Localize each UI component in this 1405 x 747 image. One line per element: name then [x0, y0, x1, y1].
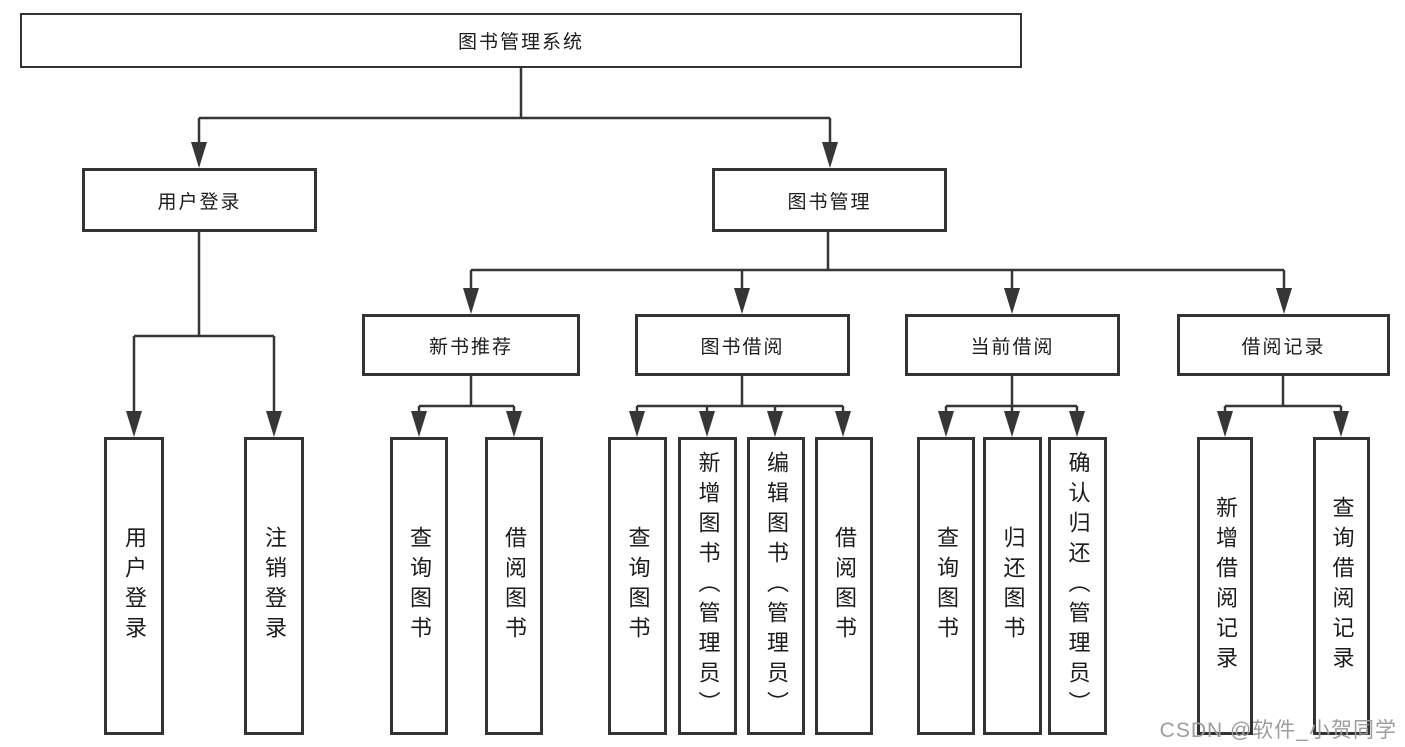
leaf-return-books: 归还图书	[983, 437, 1042, 735]
node-book-management: 图书管理	[712, 168, 947, 232]
leaf-borrow-books-recommend: 借阅图书	[485, 437, 543, 735]
node-book-borrowing: 图书借阅	[635, 314, 850, 376]
leaf-confirm-return-admin: 确认归还（管理员）	[1048, 437, 1107, 735]
csdn-watermark: CSDN @软件_小贺同学	[1159, 719, 1397, 742]
leaf-query-borrow-record: 查询借阅记录	[1313, 437, 1370, 735]
leaf-query-books-recommend: 查询图书	[390, 437, 448, 735]
node-user-login: 用户登录	[82, 168, 317, 232]
leaf-user-login: 用户登录	[104, 437, 164, 735]
leaf-borrow-books: 借阅图书	[815, 437, 873, 735]
leaf-query-books-borrow: 查询图书	[608, 437, 667, 735]
leaf-add-books-admin: 新增图书（管理员）	[678, 437, 737, 735]
leaf-add-borrow-record: 新增借阅记录	[1197, 437, 1253, 735]
leaf-logout: 注销登录	[244, 437, 304, 735]
node-borrowing-records: 借阅记录	[1177, 314, 1390, 376]
node-library-management-system: 图书管理系统	[20, 13, 1022, 68]
arrowheads	[126, 142, 1349, 437]
node-current-borrowing: 当前借阅	[905, 314, 1120, 376]
leaf-query-books-current: 查询图书	[917, 437, 975, 735]
node-new-book-recommendation: 新书推荐	[362, 314, 580, 376]
leaf-edit-books-admin: 编辑图书（管理员）	[747, 437, 805, 735]
